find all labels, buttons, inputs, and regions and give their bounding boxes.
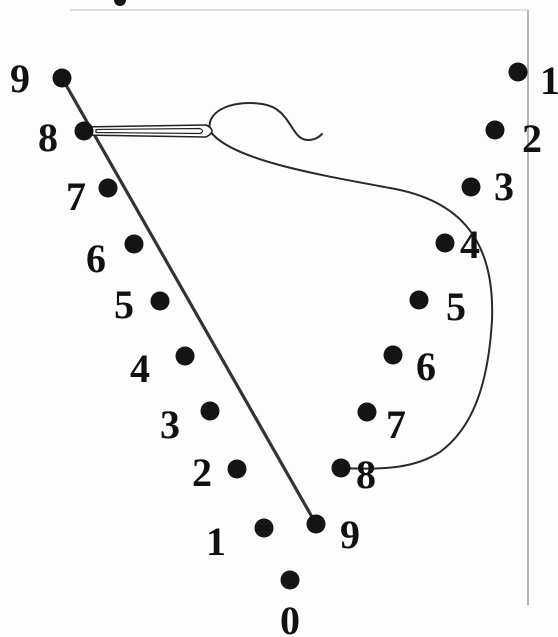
right-number-4: 4 (460, 222, 480, 267)
left-number-9: 9 (10, 56, 30, 101)
right-dot-5 (410, 291, 429, 310)
left-number-1: 1 (206, 519, 226, 564)
left-dot-4 (176, 347, 195, 366)
left-dot-8 (75, 122, 94, 141)
left-number-6: 6 (86, 236, 106, 281)
right-dot-1 (509, 63, 528, 82)
thread-tail (209, 103, 322, 140)
needle-icon (80, 125, 212, 137)
left-number-8: 8 (38, 115, 58, 160)
right-dot-4 (436, 234, 455, 253)
right-dot-3 (462, 178, 481, 197)
right-number-7: 7 (386, 402, 406, 447)
right-dot-8 (332, 459, 351, 478)
bottom-dot-0 (281, 571, 300, 590)
bottom-number-0: 0 (280, 598, 300, 637)
right-dot-2 (486, 121, 505, 140)
right-number-8: 8 (356, 452, 376, 497)
top-speck (114, 0, 126, 6)
stitched-line-left9-right9 (62, 78, 316, 524)
left-number-5: 5 (114, 282, 134, 327)
right-dot-9 (307, 515, 326, 534)
right-number-6: 6 (416, 344, 436, 389)
right-dot-6 (384, 346, 403, 365)
right-number-5: 5 (446, 284, 466, 329)
right-number-2: 2 (522, 116, 542, 161)
left-number-2: 2 (192, 450, 212, 495)
left-dot-6 (125, 235, 144, 254)
right-dot-7 (358, 403, 377, 422)
left-dot-5 (151, 292, 170, 311)
left-number-4: 4 (130, 346, 150, 391)
left-dot-9 (53, 69, 72, 88)
left-dot-2 (228, 460, 247, 479)
left-number-3: 3 (160, 402, 180, 447)
left-dot-7 (99, 179, 118, 198)
right-number-1: 1 (540, 58, 558, 103)
left-dot-3 (201, 402, 220, 421)
left-number-7: 7 (66, 174, 86, 219)
right-number-3: 3 (494, 164, 514, 209)
left-dot-1 (255, 519, 274, 538)
right-number-9: 9 (340, 512, 360, 557)
